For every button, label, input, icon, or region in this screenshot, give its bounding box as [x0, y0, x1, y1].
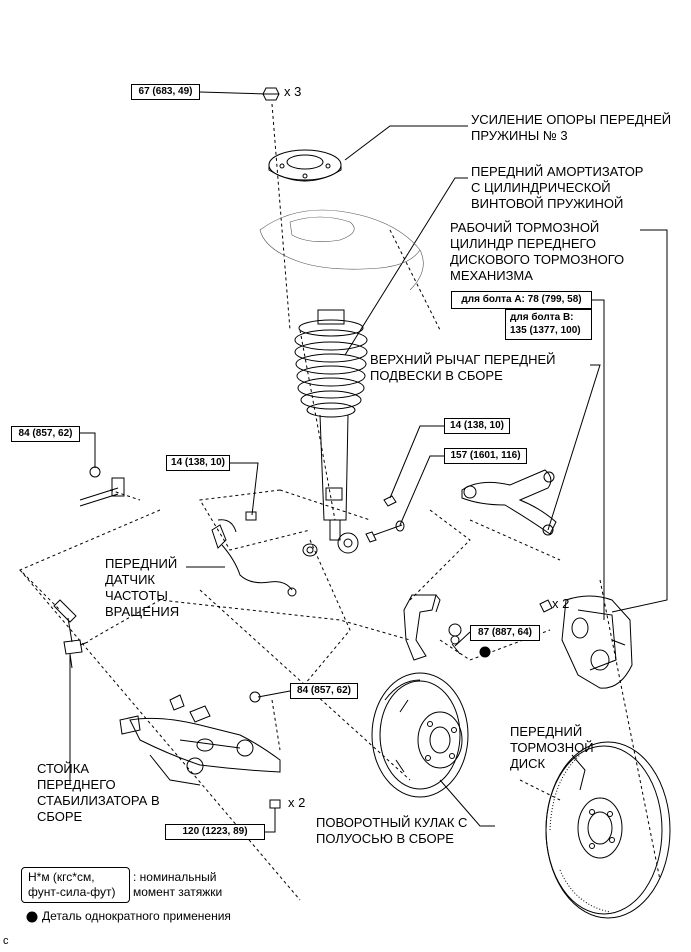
brake-disc: [545, 741, 671, 919]
legend-single-use: Деталь однократного применения: [42, 909, 231, 923]
steering-knuckle: [403, 594, 462, 661]
upper-control-arm: [461, 469, 557, 536]
spring-reinforcement-plate: [268, 149, 342, 182]
torque-shock-small: 14 (138, 10): [444, 418, 510, 434]
body-mount: [259, 209, 424, 291]
label-brake-cylinder: РАБОЧИЙ ТОРМОЗНОЙ ЦИЛИНДР ПЕРЕДНЕГО ДИСК…: [450, 220, 625, 283]
single-use-marker: [479, 646, 491, 658]
qty-caliper: x 2: [552, 596, 570, 611]
torque-shock-lower: 157 (1601, 116): [444, 448, 527, 464]
label-shock-absorber: ПЕРЕДНИЙ АМОРТИЗАТОР С ЦИЛИНДРИЧЕСКОЙ ВИ…: [471, 164, 644, 211]
torque-knuckle-nut: 87 (887, 64): [470, 625, 540, 641]
label-spring-reinforcement: УСИЛЕНИЕ ОПОРЫ ПЕРЕДНЕЙ ПРУЖИНЫ № 3: [471, 112, 672, 143]
label-upper-arm: ВЕРХНИЙ РЫЧАГ ПЕРЕДНЕЙ ПОДВЕСКИ В СБОРЕ: [370, 352, 556, 383]
qty-top-nut: x 3: [284, 84, 302, 99]
label-speed-sensor: ПЕРЕДНИЙ ДАТЧИК ЧАСТОТЫ ВРАЩЕНИЯ: [105, 556, 180, 619]
torque-lower-arm: 120 (1223, 89): [165, 824, 265, 840]
brake-caliper: [539, 595, 633, 689]
label-steering-knuckle: ПОВОРОТНЫЙ КУЛАК С ПОЛУОСЬЮ В СБОРЕ: [316, 815, 468, 846]
leader-lines: [69, 91, 668, 833]
shock-bolts: [302, 495, 405, 557]
stabilizer-bar: [79, 466, 125, 507]
torque-bolt-a: для болта А: 78 (799, 58): [451, 291, 592, 309]
legend-units-desc: : номинальный момент затяжки: [133, 870, 223, 899]
torque-link-upper: 84 (857, 62): [11, 426, 80, 442]
dashed-lines: [19, 103, 661, 901]
legend-single-use-marker: [26, 911, 38, 923]
stabilizer-link: [53, 599, 89, 669]
top-nut: [262, 87, 280, 101]
speed-sensor: [211, 511, 297, 597]
lower-arm: [119, 691, 281, 830]
shock-absorber: [294, 309, 368, 554]
torque-bolt-b: для болта В: 135 (1377, 100): [505, 309, 592, 340]
label-stabilizer-link: СТОЙКА ПЕРЕДНЕГО СТАБИЛИЗАТОРА В СБОРЕ: [37, 761, 160, 824]
legend-units-box: Н*м (кгс*см, фунт-сила-фут): [21, 867, 130, 903]
footer-mark: c: [3, 935, 9, 947]
qty-lower-arm: x 2: [288, 795, 306, 810]
torque-sensor-bolt: 14 (138, 10): [166, 455, 230, 471]
torque-link-lower: 84 (857, 62): [290, 683, 358, 699]
dust-cover-hub: [371, 672, 469, 798]
label-brake-disc: ПЕРЕДНИЙ ТОРМОЗНОЙ ДИСК: [510, 724, 594, 771]
torque-top-nut: 67 (683, 49): [131, 84, 200, 100]
